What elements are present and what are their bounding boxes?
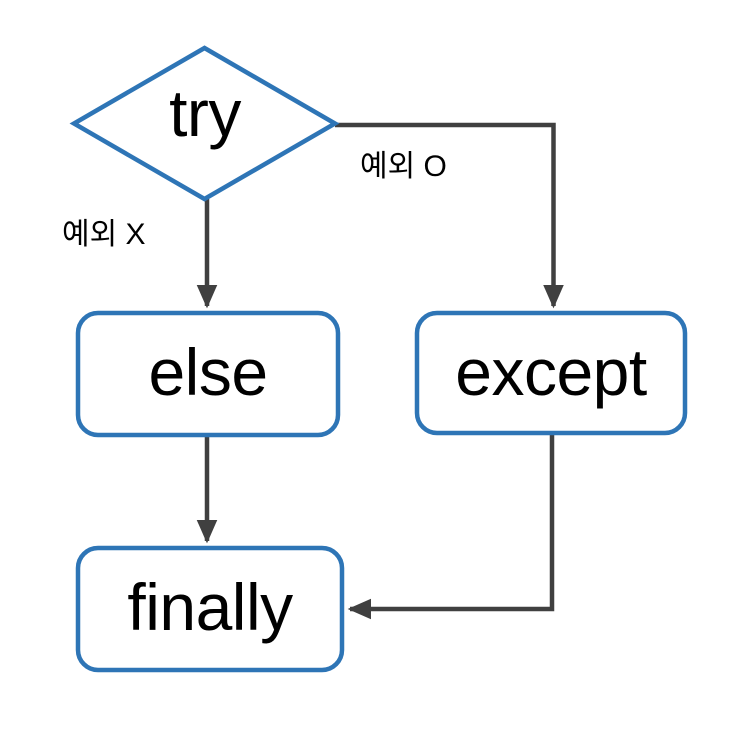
node-label-except: except <box>455 335 647 409</box>
node-label-try: try <box>169 76 241 150</box>
node-except[interactable] <box>414 310 688 436</box>
node-finally[interactable] <box>75 545 345 673</box>
edge-try-to-except <box>335 122 564 309</box>
node-label-finally: finally <box>127 570 293 644</box>
edge-label-no-exception: 예외 X <box>62 218 146 251</box>
node-else[interactable] <box>75 310 341 438</box>
edge-except-to-finally <box>347 433 555 620</box>
edge-label-has-exception: 예외 O <box>360 150 447 183</box>
node-try[interactable] <box>69 45 340 202</box>
node-label-else: else <box>148 335 268 409</box>
